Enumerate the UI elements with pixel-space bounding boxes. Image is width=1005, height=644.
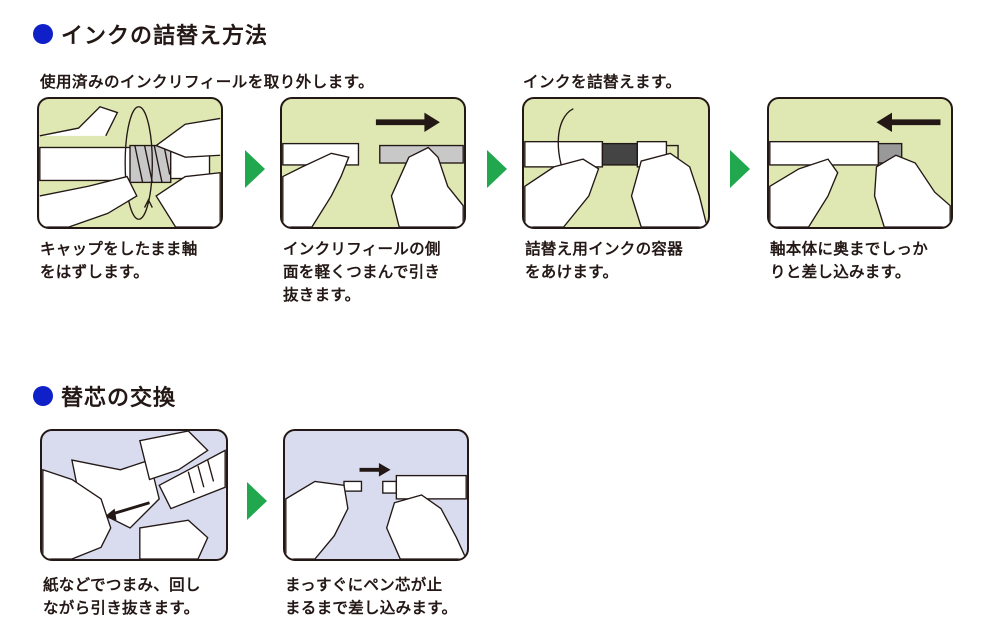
step-4-caption: 軸本体に奥までしっか りと差し込みます。 <box>770 238 928 284</box>
ink-refill-section-title: インクの詰替え方法 <box>61 24 269 49</box>
nib-step-2-caption: まっすぐにペン芯が止 まるまで差し込みます。 <box>285 574 457 620</box>
blue-bullet-icon <box>33 386 53 406</box>
step-3-caption: 詰替え用インクの容器 をあけます。 <box>525 238 683 284</box>
step-2-caption: インクリフィールの側 面を軽くつまんで引き 抜きます。 <box>283 238 441 307</box>
nib-step-2-illustration <box>283 429 469 561</box>
caption-line: インクリフィールの側 <box>283 240 441 258</box>
caption-line: 詰替え用インクの容器 <box>525 240 684 258</box>
caption-line: をはずします。 <box>40 263 150 281</box>
nib-step-1-caption: 紙などでつまみ、回し ながら引き抜きます。 <box>43 574 201 620</box>
blue-bullet-icon <box>33 24 53 44</box>
caption-line: 面を軽くつまんで引き <box>283 263 441 281</box>
caption-line: ながら引き抜きます。 <box>43 599 200 617</box>
caption-line: まっすぐにペン芯が止 <box>285 576 443 594</box>
step-3-illustration <box>522 97 710 229</box>
nib-replacement-section-heading: 替芯の交換 <box>33 380 176 412</box>
step-arrow-icon <box>487 150 507 188</box>
caption-line: をあけます。 <box>525 263 619 281</box>
step-1-caption: キャップをしたまま軸 をはずします。 <box>40 238 198 284</box>
caption-line: まるまで差し込みます。 <box>285 599 458 617</box>
caption-line: りと差し込みます。 <box>770 263 911 281</box>
step-1-illustration <box>37 97 223 229</box>
step-arrow-icon <box>247 482 267 520</box>
ink-refill-section-heading: インクの詰替え方法 <box>33 18 268 50</box>
caption-line: 抜きます。 <box>283 286 361 304</box>
nib-replacement-section-title: 替芯の交換 <box>61 386 177 411</box>
step-4-illustration <box>767 97 953 229</box>
caption-line: キャップをしたまま軸 <box>40 240 198 258</box>
refill-ink-subheading: インクを詰替えます。 <box>523 73 682 91</box>
step-arrow-icon <box>245 150 265 188</box>
step-2-illustration <box>280 97 466 229</box>
remove-refill-subheading: 使用済みのインクリフィールを取り外します。 <box>40 73 375 91</box>
caption-line: 紙などでつまみ、回し <box>43 576 201 594</box>
caption-line: 軸本体に奥までしっか <box>770 240 929 258</box>
nib-step-1-illustration <box>40 429 228 561</box>
step-arrow-icon <box>730 150 750 188</box>
